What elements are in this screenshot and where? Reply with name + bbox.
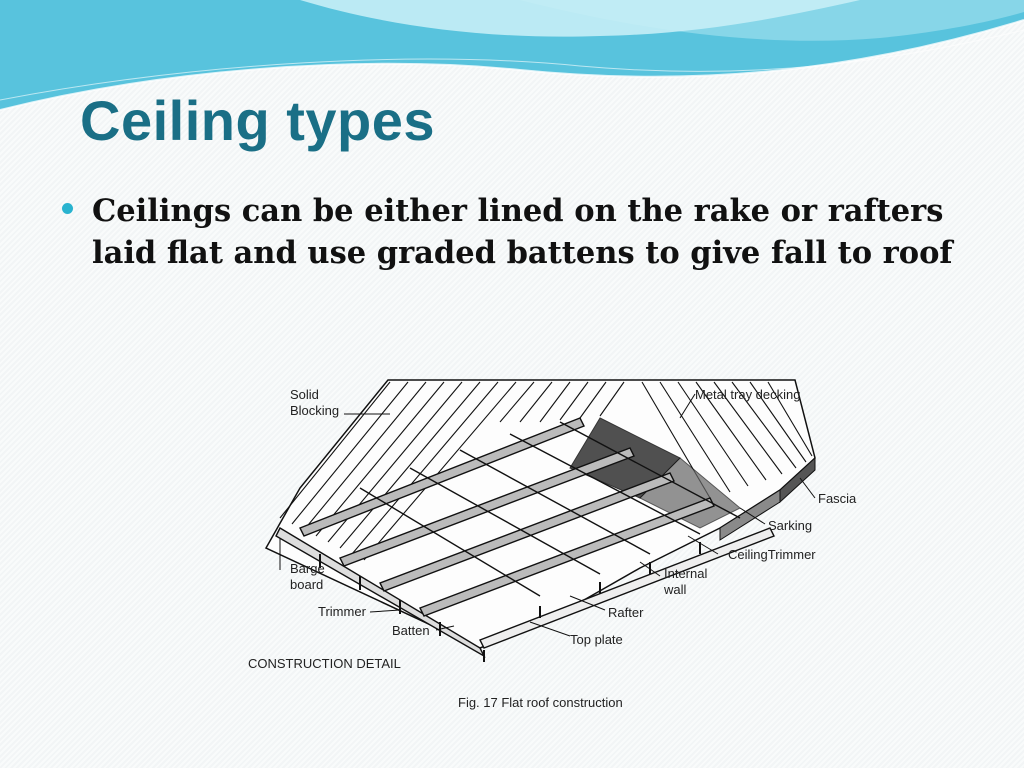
label-leader-lines — [279, 393, 816, 637]
label-solid-blocking-line2: Blocking — [290, 403, 339, 418]
label-ceiling-trimmer: CeilingTrimmer — [728, 547, 816, 562]
label-trimmer: Trimmer — [318, 604, 367, 619]
bullet-dot-icon — [62, 203, 73, 214]
diagram-labels: Solid Blocking Metal tray decking Fascia… — [248, 387, 857, 710]
label-barge-board-line1: Barge — [290, 561, 325, 576]
slide-title: Ceiling types — [80, 89, 436, 152]
bullet-text: Ceilings can be either lined on the rake… — [92, 193, 953, 271]
label-solid-blocking-line1: Solid — [290, 387, 319, 402]
label-fascia: Fascia — [818, 491, 857, 506]
label-sarking: Sarking — [768, 518, 812, 533]
label-rafter: Rafter — [608, 605, 644, 620]
label-barge-board-line2: board — [290, 577, 323, 592]
label-internal-wall-line2: wall — [663, 582, 687, 597]
label-batten: Batten — [392, 623, 430, 638]
ceiling-framing — [275, 417, 775, 662]
label-metal-tray-decking: Metal tray decking — [695, 387, 801, 402]
header-wave-decoration — [0, 0, 1024, 111]
label-internal-wall-line1: Internal — [664, 566, 707, 581]
figure-caption: Fig. 17 Flat roof construction — [458, 695, 623, 710]
flat-roof-construction-diagram: Solid Blocking Metal tray decking Fascia… — [248, 379, 857, 710]
label-top-plate: Top plate — [570, 632, 623, 647]
label-construction-detail: CONSTRUCTION DETAIL — [248, 656, 401, 671]
